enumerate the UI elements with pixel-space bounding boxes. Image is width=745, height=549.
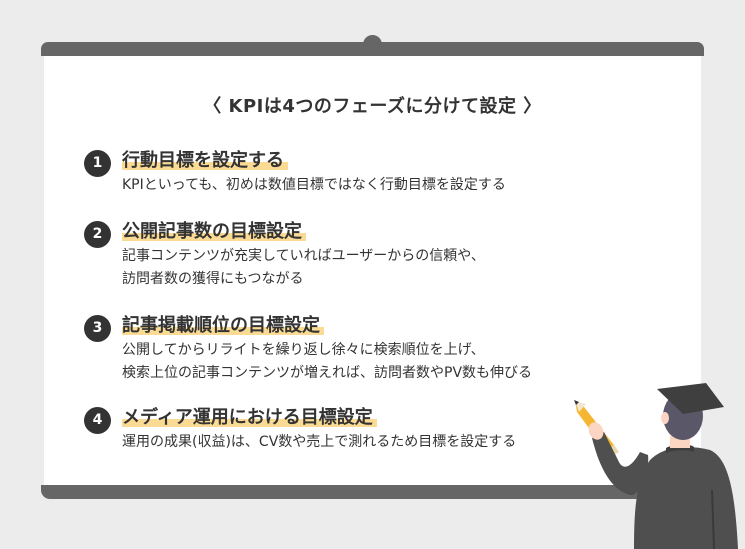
step-number-badge: 4 bbox=[84, 407, 111, 434]
step-number-badge: 2 bbox=[84, 221, 111, 248]
phase-description: 記事コンテンツが充実していればユーザーからの信頼や、 訪問者数の獲得にもつながる bbox=[122, 245, 485, 291]
description-line: 訪問者数の獲得にもつながる bbox=[122, 271, 304, 287]
graduate-illustration bbox=[574, 383, 738, 549]
phase-heading: 記事掲載順位の目標設定 bbox=[122, 311, 324, 337]
whiteboard-bottom-rail bbox=[41, 485, 704, 499]
step-number-badge: 1 bbox=[84, 150, 111, 177]
description-line: 記事コンテンツが充実していればユーザーからの信頼や、 bbox=[122, 248, 485, 264]
description-line: 公開してからリライトを繰り返し徐々に検索順位を上げ、 bbox=[122, 342, 485, 358]
whiteboard-knob bbox=[363, 35, 382, 53]
phase-description: KPIといっても、初めは数値目標ではなく行動目標を設定する bbox=[122, 174, 506, 197]
page-title: 〈 KPIは4つのフェーズに分けて設定 〉 bbox=[203, 96, 542, 117]
step-number-badge: 3 bbox=[84, 315, 111, 342]
description-line: 運用の成果(収益)は、CV数や売上で測れるため目標を設定する bbox=[122, 434, 517, 450]
phase-heading: 行動目標を設定する bbox=[122, 146, 288, 172]
description-line: KPIといっても、初めは数値目標ではなく行動目標を設定する bbox=[122, 177, 506, 193]
phase-description: 公開してからリライトを繰り返し徐々に検索順位を上げ、 検索上位の記事コンテンツが… bbox=[122, 339, 532, 385]
phase-heading: メディア運用における目標設定 bbox=[122, 403, 377, 429]
description-line: 検索上位の記事コンテンツが増えれば、訪問者数やPV数も伸びる bbox=[122, 365, 533, 381]
phase-heading: 公開記事数の目標設定 bbox=[122, 217, 306, 243]
phase-description: 運用の成果(収益)は、CV数や売上で測れるため目標を設定する bbox=[122, 431, 516, 454]
